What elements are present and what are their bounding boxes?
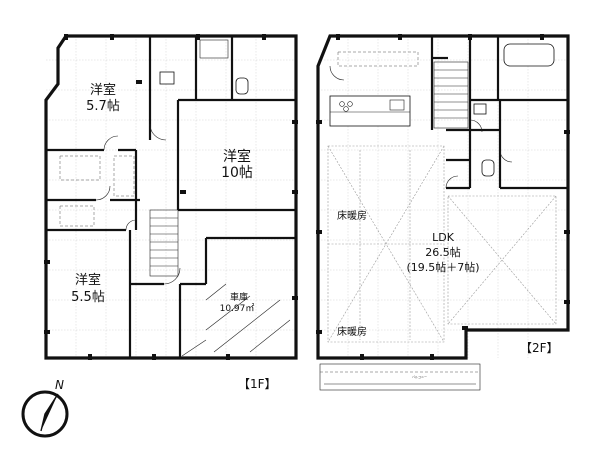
floor-2-doors bbox=[329, 65, 513, 189]
compass-needle bbox=[41, 394, 58, 431]
room-size-garage: 10.97㎡ bbox=[220, 303, 255, 314]
balcony: バルコニー bbox=[319, 363, 481, 391]
room-label-bedroom-55: 洋室 bbox=[75, 272, 101, 288]
ldk-name: LDK bbox=[432, 231, 455, 244]
floor-1-interior-walls bbox=[46, 36, 296, 358]
floor-1-wall-ticks bbox=[44, 34, 298, 360]
floor-heating-zones bbox=[327, 145, 557, 343]
floor-2-wall-ticks bbox=[316, 34, 570, 360]
floor-1-garage-marking bbox=[181, 283, 291, 357]
floor-1-label: 【1F】 bbox=[238, 377, 277, 391]
floor-heating-label-2: 床暖房 bbox=[337, 325, 367, 338]
floor-1-toilet bbox=[235, 77, 249, 95]
floor-heating-label-1: 床暖房 bbox=[337, 209, 367, 222]
floor-1-sink bbox=[159, 71, 175, 85]
floor-1-doors bbox=[95, 123, 181, 285]
room-label-bedroom-57: 洋室 bbox=[90, 82, 116, 98]
kitchen-sink bbox=[389, 99, 405, 111]
floor-1-stairs bbox=[149, 209, 179, 277]
floor-2-label: 【2F】 bbox=[520, 341, 559, 355]
room-label-bedroom-10: 洋室 bbox=[223, 148, 251, 165]
floor-2-grid bbox=[318, 36, 568, 358]
compass: N bbox=[21, 378, 69, 438]
bathtub bbox=[503, 43, 555, 67]
ldk-size: 26.5帖 bbox=[425, 246, 461, 259]
room-size-bedroom-10: 10帖 bbox=[221, 165, 253, 181]
floor-2-toilet bbox=[481, 159, 495, 177]
floor-2-stairs bbox=[433, 61, 469, 129]
floor-2-interior-walls bbox=[430, 36, 568, 190]
kitchen-stove bbox=[339, 101, 353, 112]
floor-1-closets bbox=[59, 155, 135, 227]
kitchen-counter bbox=[329, 95, 411, 127]
floor-2-exterior-wall bbox=[316, 34, 570, 360]
washbasin bbox=[473, 103, 487, 115]
room-size-bedroom-55: 5.5帖 bbox=[71, 290, 105, 305]
kitchen-back-storage bbox=[337, 51, 419, 67]
floor-1-plan: 洋室 5.7帖 洋室 10帖 洋室 5.5帖 車庫 10.97㎡ 【1F】 bbox=[44, 34, 298, 391]
room-size-bedroom-57: 5.7帖 bbox=[86, 99, 120, 114]
compass-needle-tail bbox=[40, 393, 59, 432]
floor-1-storage bbox=[199, 39, 229, 59]
floor-2-plan: バルコニー LDK 26.5帖 (19.5帖＋7帖) 床暖房 床暖房 【2F】 bbox=[316, 34, 570, 391]
ldk-breakdown: (19.5帖＋7帖) bbox=[406, 261, 479, 274]
compass-letter: N bbox=[55, 378, 64, 392]
floor-1-grid bbox=[46, 36, 296, 358]
balcony-label: バルコニー bbox=[412, 375, 427, 379]
room-label-garage: 車庫 bbox=[230, 291, 248, 303]
